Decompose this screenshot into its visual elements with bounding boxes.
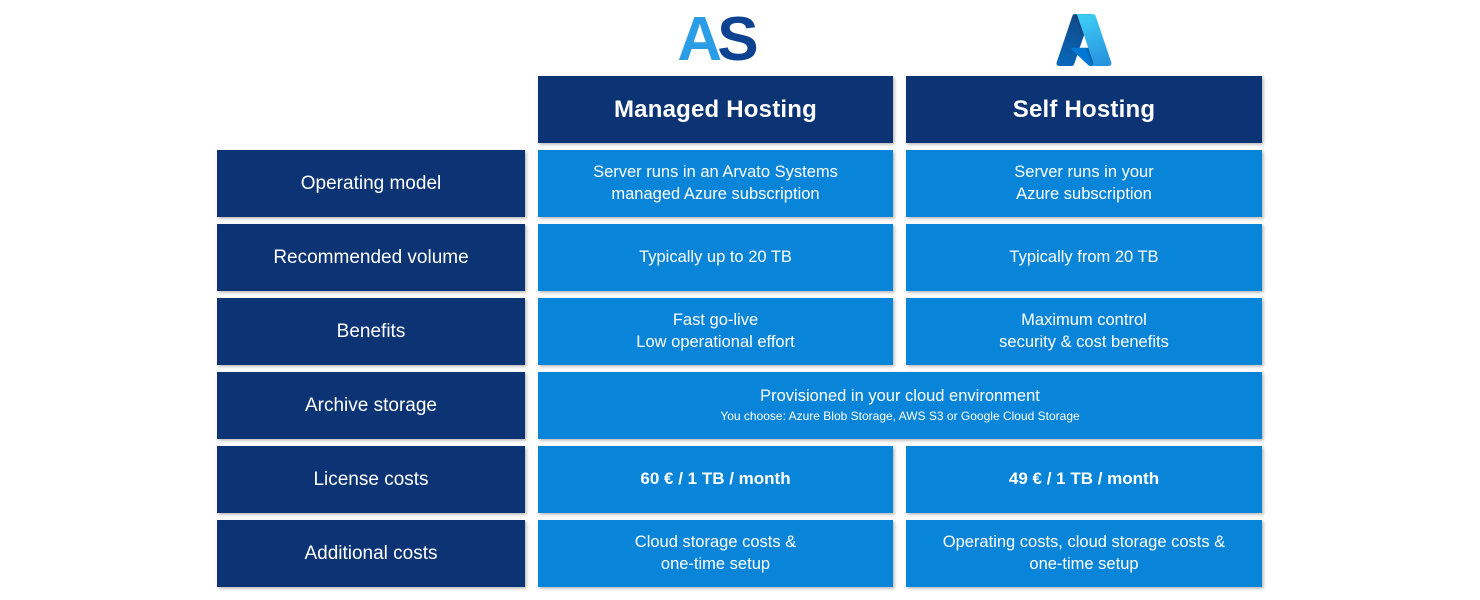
archive-storage-main-text: Provisioned in your cloud environment — [760, 386, 1040, 405]
row-label-additional-costs: Additional costs — [217, 520, 525, 587]
archive-storage-sub-text: You choose: Azure Blob Storage, AWS S3 o… — [720, 409, 1080, 424]
row-label-license-costs: License costs — [217, 446, 525, 513]
arvato-systems-logo: AS — [538, 8, 893, 72]
header-spacer — [217, 76, 525, 143]
row-label-benefits: Benefits — [217, 298, 525, 365]
row-label-operating-model: Operating model — [217, 150, 525, 217]
azure-a-icon — [1056, 14, 1112, 66]
cell-recommended-volume-self: Typically from 20 TB — [906, 224, 1262, 291]
row-label-archive-storage: Archive storage — [217, 372, 525, 439]
arvato-letter-a: A — [677, 5, 722, 74]
cell-operating-model-managed: Server runs in an Arvato Systems managed… — [538, 150, 893, 217]
arvato-letter-s: S — [717, 5, 758, 74]
column-header-self-hosting: Self Hosting — [906, 76, 1262, 143]
azure-logo — [906, 8, 1262, 72]
cell-additional-costs-self: Operating costs, cloud storage costs & o… — [906, 520, 1262, 587]
cell-license-costs-managed: 60 € / 1 TB / month — [538, 446, 893, 513]
cell-operating-model-self: Server runs in your Azure subscription — [906, 150, 1262, 217]
comparison-table: Managed Hosting Self Hosting Operating m… — [217, 76, 1262, 587]
cell-archive-storage-merged: Provisioned in your cloud environment Yo… — [538, 372, 1262, 439]
row-label-recommended-volume: Recommended volume — [217, 224, 525, 291]
column-header-managed-hosting: Managed Hosting — [538, 76, 893, 143]
cell-benefits-self: Maximum control security & cost benefits — [906, 298, 1262, 365]
cell-benefits-managed: Fast go-live Low operational effort — [538, 298, 893, 365]
cell-license-costs-self: 49 € / 1 TB / month — [906, 446, 1262, 513]
cell-recommended-volume-managed: Typically up to 20 TB — [538, 224, 893, 291]
cell-additional-costs-managed: Cloud storage costs & one-time setup — [538, 520, 893, 587]
arvato-systems-wordmark: AS — [677, 9, 758, 71]
